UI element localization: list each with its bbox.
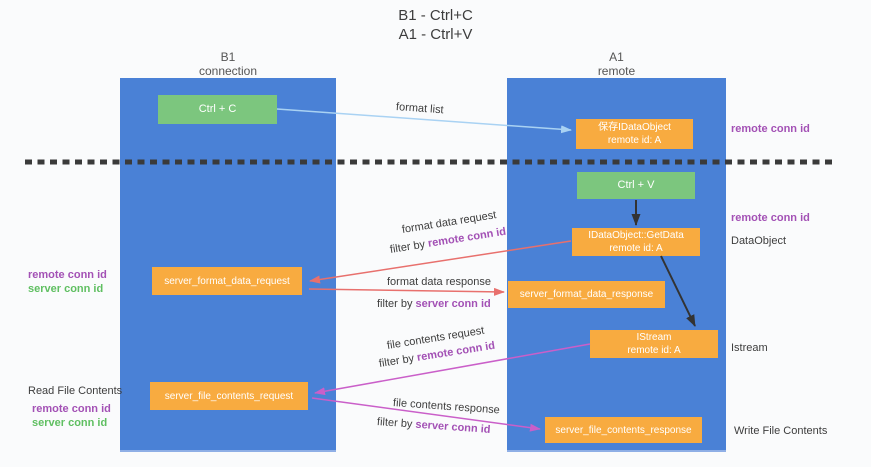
label-filter-by-server-conn-id: filter by server conn id — [377, 298, 491, 310]
node-idataobject-getdata: IDataObject::GetData remote id: A — [572, 228, 700, 256]
filter-by-text: filter by — [389, 238, 426, 256]
server-conn-id-text: server conn id — [415, 298, 491, 310]
annotation-write-file-contents: Write File Contents — [734, 425, 828, 437]
annotation-read-file-contents: Read File Contents — [28, 385, 123, 397]
node-line: IDataObject::GetData — [588, 230, 684, 241]
node-ctrl-c: Ctrl + C — [158, 95, 277, 124]
annotation-conn-ids-format: remote conn id server conn id — [28, 268, 107, 296]
node-label: Ctrl + V — [617, 179, 655, 191]
annotation-conn-ids-file: remote conn id server conn id — [32, 402, 111, 430]
node-server-format-data-response: server_format_data_response — [508, 281, 665, 308]
node-line: remote id: A — [609, 243, 663, 254]
title-line-1: B1 - Ctrl+C — [398, 7, 473, 24]
node-line: remote id: A — [607, 135, 662, 146]
label-file-contents-response: file contents response — [392, 397, 501, 417]
server-conn-id-text: server conn id — [28, 283, 104, 295]
node-label: server_format_data_response — [519, 289, 654, 300]
label-format-data-response: format data response — [387, 276, 491, 288]
node-label: Ctrl + C — [198, 103, 237, 115]
node-server-file-contents-request: server_file_contents_request — [150, 382, 308, 410]
node-saved-idataobject: 保存IDataObject remote id: A — [576, 119, 693, 149]
label-filter-by-server-conn-id-2: filter by server conn id — [377, 416, 491, 436]
remote-conn-id-text: remote conn id — [32, 403, 111, 415]
node-line: IStream — [636, 332, 672, 343]
node-istream: IStream remote id: A — [590, 330, 718, 358]
annotation-dataobject: DataObject — [731, 235, 787, 247]
node-label: server_file_contents_request — [164, 390, 294, 402]
filter-by-text: filter by — [377, 298, 413, 310]
annotation-istream: Istream — [731, 342, 768, 354]
left-column-role: connection — [198, 64, 258, 78]
annotation-remote-conn-id-mid: remote conn id — [731, 212, 810, 224]
annotation-remote-conn-id-top: remote conn id — [731, 123, 810, 135]
remote-conn-id-text: remote conn id — [28, 269, 107, 281]
arrow-format-data-response — [308, 287, 505, 296]
diagram-title: B1 - Ctrl+C A1 - Ctrl+V — [0, 6, 871, 44]
right-column-name: A1 — [609, 50, 624, 64]
right-column-header: A1 remote — [507, 50, 726, 78]
node-line: 保存IDataObject — [598, 122, 671, 133]
server-conn-id-text: server conn id — [415, 418, 491, 436]
label-format-list: format list — [395, 101, 444, 117]
filter-by-text: filter by — [378, 352, 415, 370]
node-server-format-data-request: server_format_data_request — [152, 267, 302, 295]
title-line-2: A1 - Ctrl+V — [398, 26, 473, 43]
right-column-role: remote — [597, 64, 636, 78]
node-label: server_file_contents_response — [555, 424, 692, 436]
left-column-header: B1 connection — [120, 50, 336, 78]
left-column-name: B1 — [220, 50, 236, 64]
node-ctrl-v: Ctrl + V — [577, 172, 695, 199]
filter-by-text: filter by — [376, 416, 413, 431]
node-server-file-contents-response: server_file_contents_response — [545, 417, 702, 443]
node-label: server_format_data_request — [164, 275, 290, 287]
node-line: remote id: A — [627, 345, 681, 356]
server-conn-id-text: server conn id — [32, 417, 108, 429]
